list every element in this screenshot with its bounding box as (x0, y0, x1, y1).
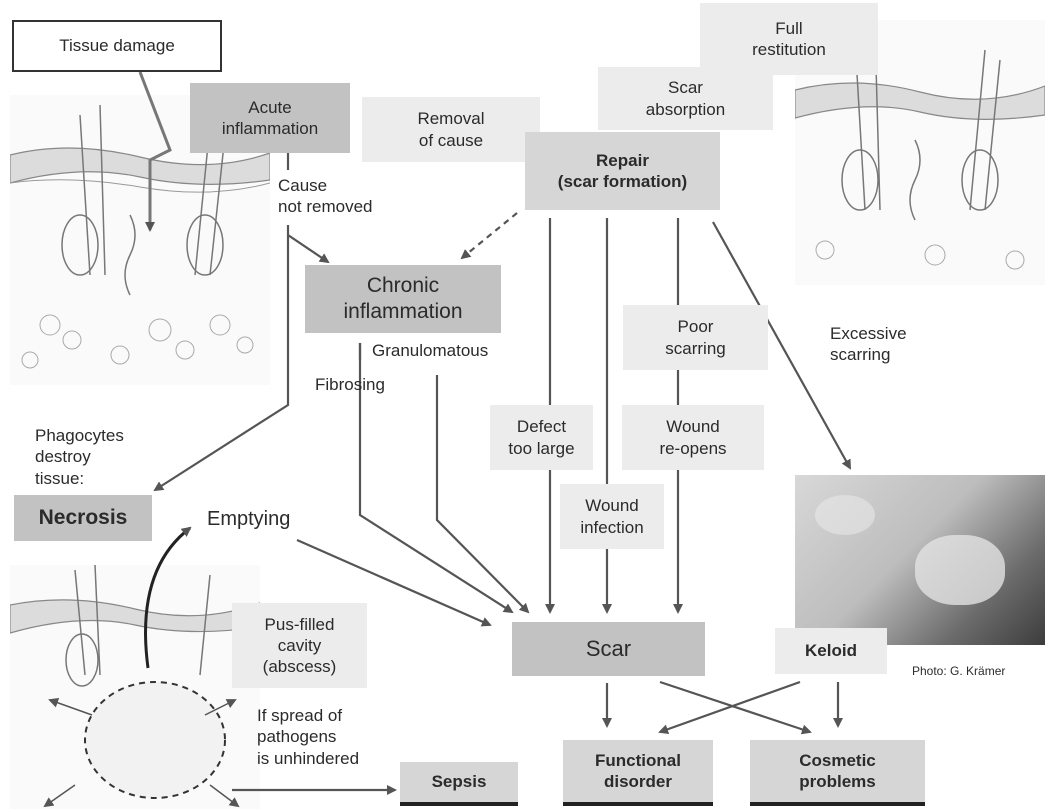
cosmetic-problems-box: Cosmetic problems (750, 740, 925, 806)
necrosis-box: Necrosis (14, 495, 152, 541)
scar-absorption-box: Scar absorption (598, 67, 773, 130)
wound-reopens-box: Wound re-opens (622, 405, 764, 470)
granulomatous-label: Granulomatous (372, 340, 488, 361)
repair-box: Repair (scar formation) (525, 132, 720, 210)
photo-credit-label: Photo: G. Krämer (912, 664, 1005, 679)
fibrosing-label: Fibrosing (315, 374, 385, 395)
acute-inflammation-box: Acute inflammation (190, 83, 350, 153)
poor-scarring-box: Poor scarring (623, 305, 768, 370)
tissue-damage-label: Tissue damage (12, 20, 222, 72)
scar-box: Scar (512, 622, 705, 676)
pus-filled-cavity-box: Pus-filled cavity (abscess) (232, 603, 367, 688)
excessive-scarring-label: Excessive scarring (830, 323, 907, 366)
full-restitution-box: Full restitution (700, 3, 878, 75)
spread-label: If spread of pathogens is unhindered (257, 705, 359, 769)
removal-of-cause-box: Removal of cause (362, 97, 540, 162)
sepsis-box: Sepsis (400, 762, 518, 806)
wound-infection-box: Wound infection (560, 484, 664, 549)
phagocytes-label: Phagocytes destroy tissue: (35, 425, 124, 489)
defect-too-large-box: Defect too large (490, 405, 593, 470)
keloid-box: Keloid (775, 628, 887, 674)
functional-disorder-box: Functional disorder (563, 740, 713, 806)
cause-not-removed-label: Cause not removed (278, 175, 373, 218)
chronic-inflammation-box: Chronic inflammation (305, 265, 501, 333)
emptying-label: Emptying (207, 507, 290, 532)
